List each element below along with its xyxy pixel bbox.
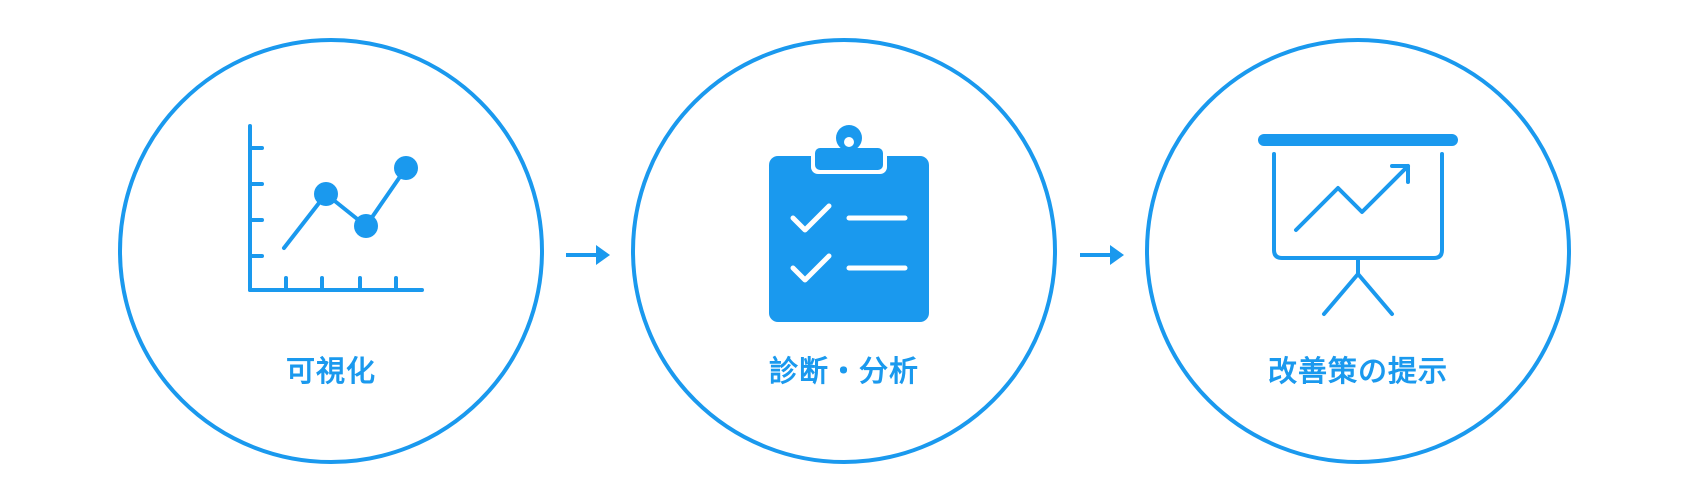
check-mark (790, 203, 832, 233)
growth-arrowhead (1390, 164, 1410, 184)
data-point (394, 156, 418, 180)
data-point (314, 182, 338, 206)
clipboard-clip (815, 148, 883, 170)
step-label: 可視化 (285, 354, 376, 388)
check-mark (790, 253, 832, 283)
stand-leg (1322, 272, 1360, 316)
board-top-bar (1258, 134, 1458, 146)
step-proposal: 改善策の提示 (1145, 38, 1571, 464)
step-visualization: 可視化 (118, 38, 544, 464)
clipboard-board (769, 156, 929, 322)
stand-leg (1356, 272, 1394, 316)
clipboard-hole (844, 137, 854, 147)
data-point (354, 214, 378, 238)
step-label: 診断・分析 (768, 354, 919, 388)
arrow-right-icon (1080, 245, 1124, 265)
step-diagnosis: 診断・分析 (631, 38, 1057, 464)
line-chart-icon (248, 124, 424, 292)
arrow-right-icon (566, 245, 610, 265)
clipboard-checklist-icon (769, 125, 929, 322)
step-label: 改善策の提示 (1267, 354, 1448, 388)
growth-line (1294, 164, 1410, 232)
trend-line (282, 166, 408, 250)
presentation-board-growth-icon (1258, 134, 1458, 316)
